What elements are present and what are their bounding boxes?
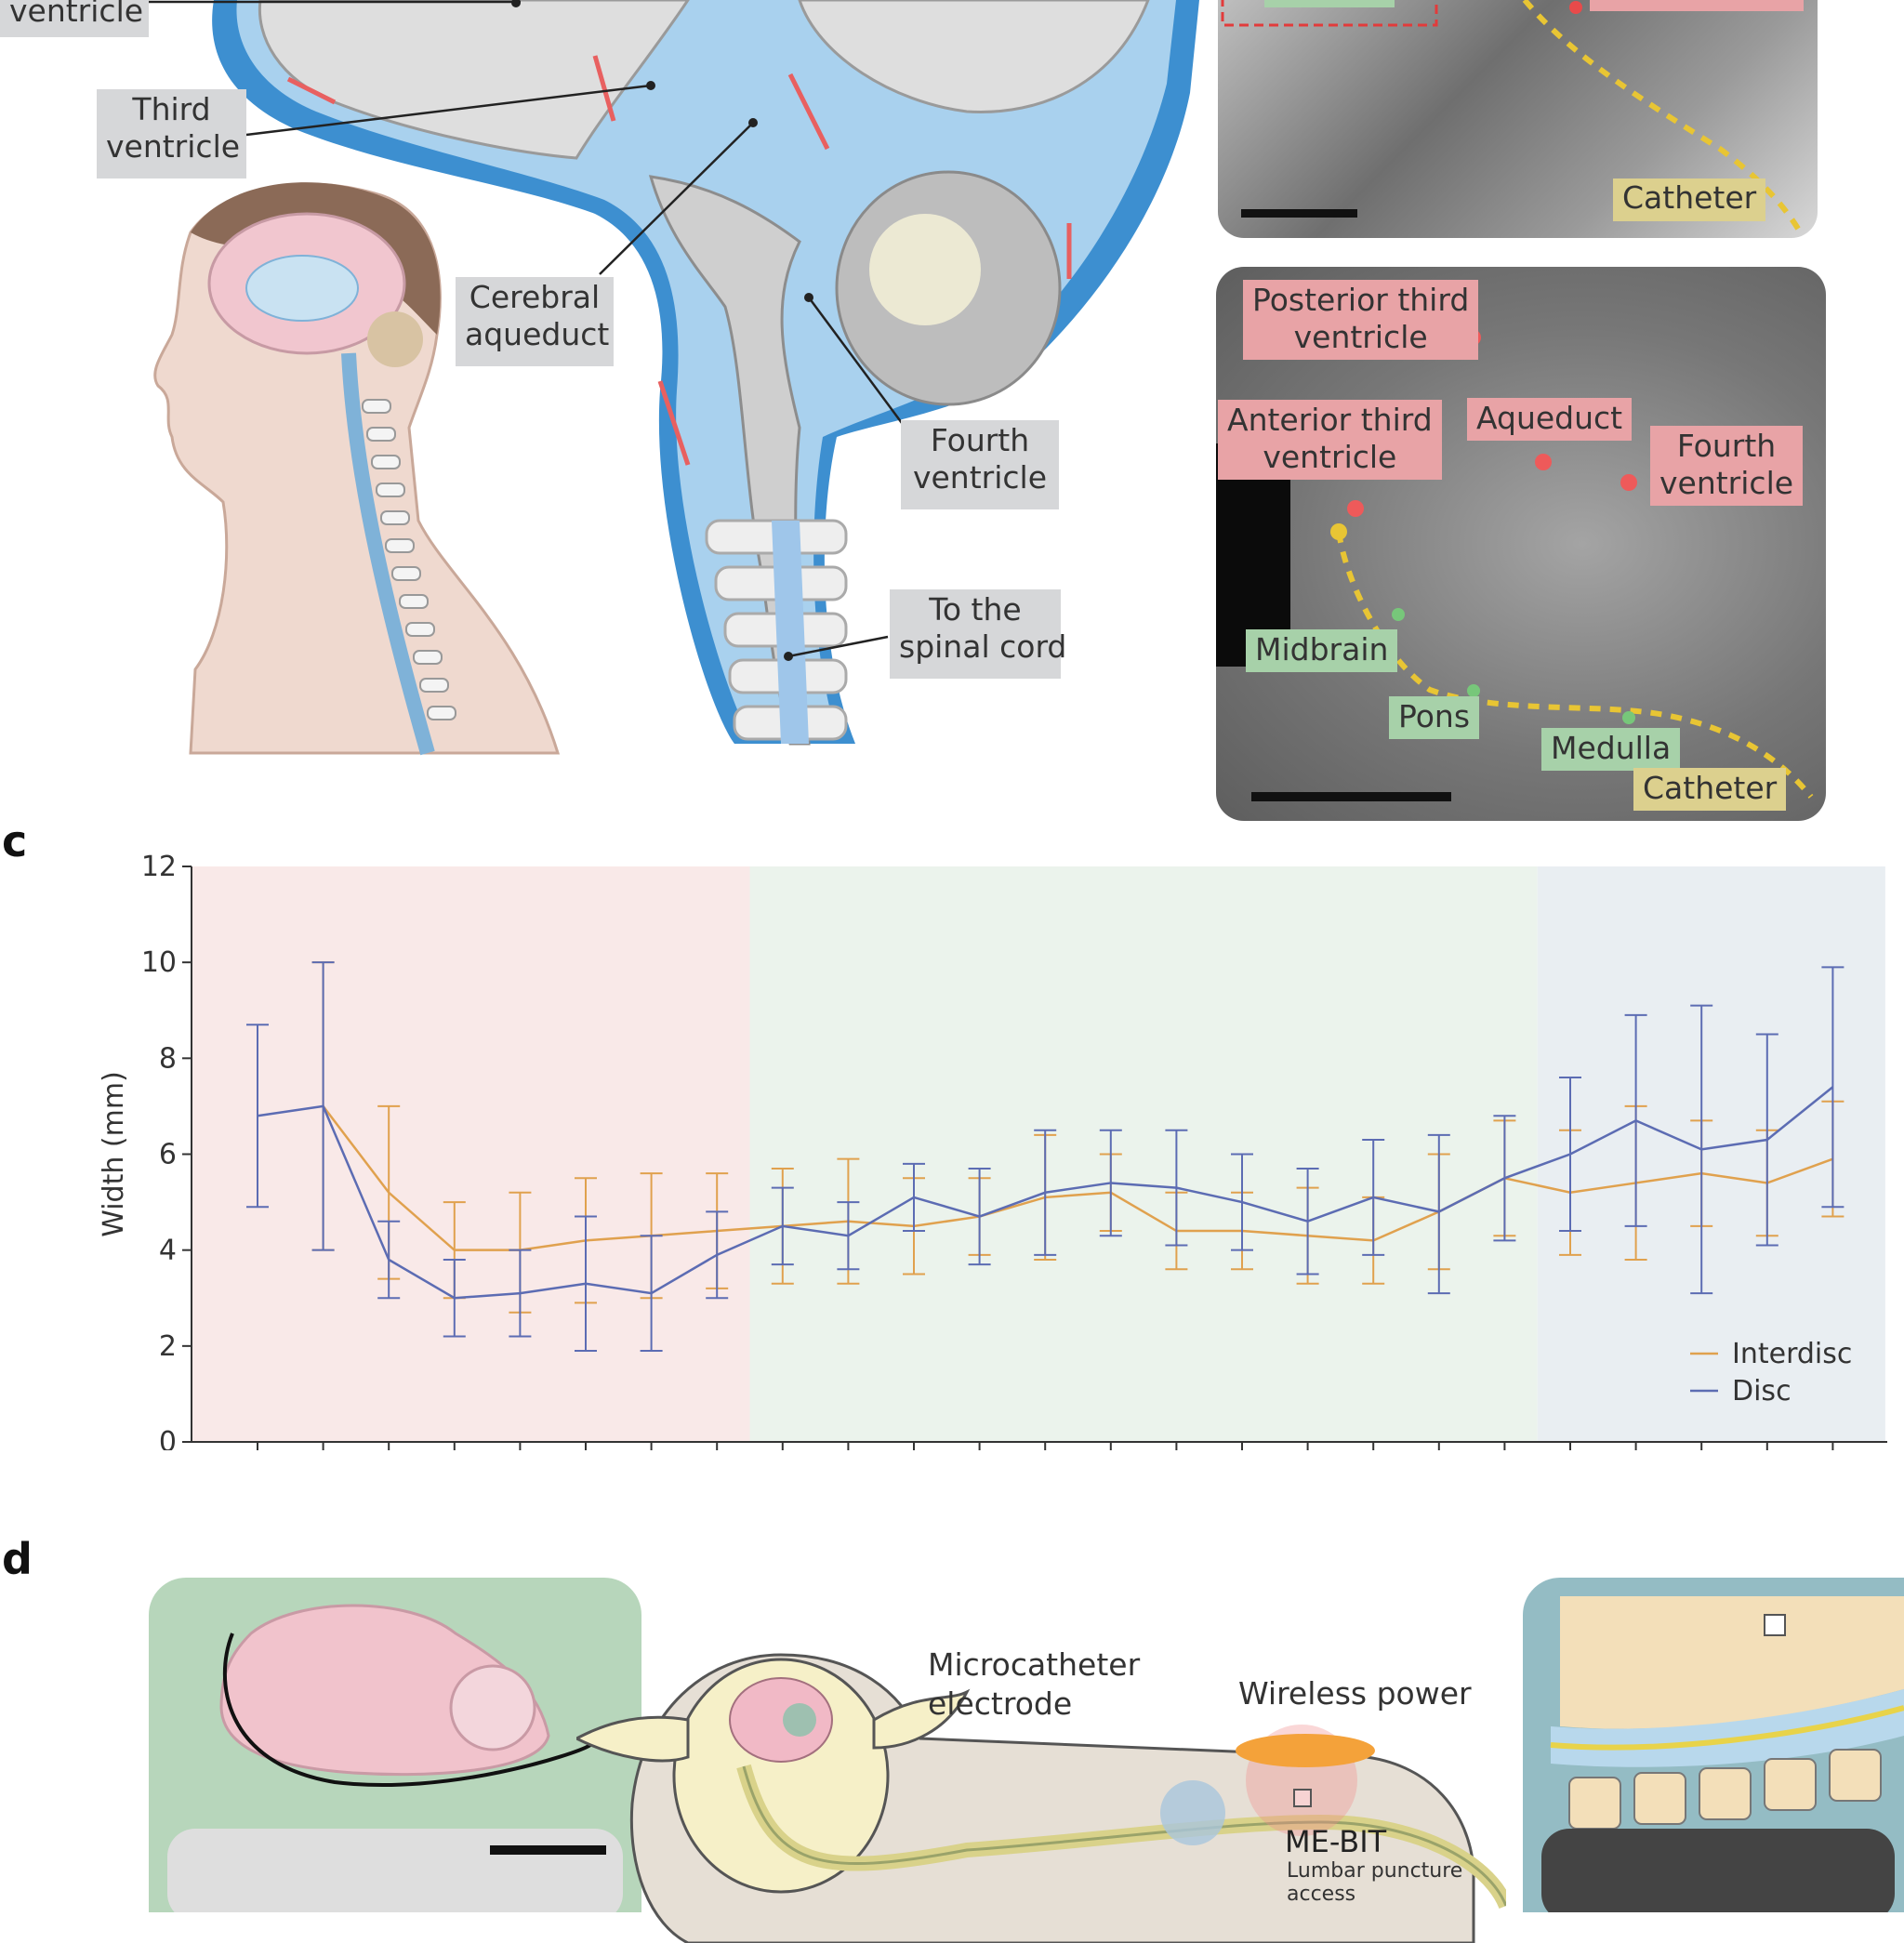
label-lateral-ventricle-text: ventricle: [9, 0, 144, 29]
xray-bottom: Posterior third ventricle Anterior third…: [1216, 267, 1826, 821]
label-cerebral-aqueduct: Cerebral aqueduct: [456, 277, 614, 366]
label-third-ventricle-line2: ventricle: [106, 128, 241, 165]
label-xray-catheter-text: Catheter: [1643, 770, 1778, 806]
sheep-illustration: [576, 1653, 1506, 1943]
sheep-spine-panel: [1523, 1578, 1904, 1912]
chart-ytick-label: 0: [159, 1426, 177, 1450]
sheep-brain-panel: [149, 1578, 641, 1912]
label-lumbar-puncture: Lumbar puncture access: [1287, 1859, 1462, 1906]
xray-top-catheter-text: Catheter: [1622, 179, 1757, 216]
label-aqueduct: Aqueduct: [1467, 398, 1633, 441]
label-spinal-cord: To the spinal cord: [890, 589, 1067, 679]
label-pons-text: Pons: [1398, 698, 1471, 734]
label-posterior-third-ventricle-line1: Posterior third: [1252, 282, 1470, 318]
label-midbrain: Midbrain: [1246, 629, 1398, 672]
label-third-ventricle: Third ventricle: [97, 89, 246, 178]
brain-ventricle-illustration: [149, 0, 1199, 756]
label-lumbar-line2: access: [1287, 1883, 1356, 1906]
chart-region-2: [1537, 866, 1885, 1442]
chart-ytick-label: 10: [141, 946, 177, 979]
chart-ytick-label: 6: [159, 1139, 177, 1171]
label-wireless-power: Wireless power: [1238, 1675, 1472, 1712]
label-aqueduct-text: Aqueduct: [1476, 400, 1623, 436]
label-medulla: Medulla: [1541, 728, 1681, 771]
chart-ytick-label: 12: [141, 851, 177, 883]
chart-ytick-label: 4: [159, 1235, 177, 1267]
xray-top-pink-label: [1590, 0, 1804, 11]
label-microcatheter-line1: Microcatheter: [928, 1646, 1141, 1683]
label-lumbar-line1: Lumbar puncture: [1287, 1859, 1463, 1883]
label-microcatheter-line2: electrode: [928, 1685, 1073, 1722]
label-posterior-third-ventricle: Posterior third ventricle: [1243, 280, 1479, 360]
label-midbrain-text: Midbrain: [1255, 631, 1389, 667]
panel-a: ventricle Third ventricle Cerebral aqued…: [0, 0, 1209, 781]
label-cerebral-aqueduct-line1: Cerebral: [469, 279, 601, 315]
label-fourth-ventricle: Fourth ventricle: [901, 420, 1059, 509]
xray-top-overlay: [1221, 0, 1806, 238]
sheep-spine-illustration: [1541, 1596, 1904, 1912]
xray-top: Catheter: [1218, 0, 1818, 238]
chart-ytick-label: 8: [159, 1042, 177, 1075]
label-cerebral-aqueduct-line2: aqueduct: [465, 316, 610, 352]
label-posterior-third-ventricle-line2: ventricle: [1293, 319, 1428, 355]
panel-c-letter: c: [2, 816, 28, 866]
label-lateral-ventricle: ventricle: [0, 0, 149, 37]
sheep-brain-illustration: [167, 1604, 623, 1912]
series-line-interdisc: [322, 1105, 1833, 1251]
label-anterior-third-ventricle-line2: ventricle: [1263, 439, 1397, 475]
label-fourth-ventricle-line2: ventricle: [912, 459, 1048, 496]
label-spinal-cord-line2: spinal cord: [899, 628, 1067, 665]
label-anterior-third-ventricle-line1: Anterior third: [1227, 402, 1433, 438]
chart-ytick-label: 2: [159, 1330, 177, 1363]
chart-y-label: Width (mm): [98, 1071, 130, 1237]
label-microcatheter-electrode: Microcatheter electrode: [928, 1646, 1140, 1724]
label-mebit: ME-BIT: [1285, 1824, 1387, 1859]
chart-region-0: [192, 866, 750, 1442]
label-xray-fourth-ventricle-line1: Fourth: [1676, 428, 1777, 464]
label-xray-fourth-ventricle: Fourth ventricle: [1650, 426, 1804, 506]
panel-d-letter: d: [2, 1534, 33, 1584]
series-line-disc: [257, 1086, 1834, 1300]
label-spinal-cord-line1: To the: [929, 591, 1022, 628]
label-xray-catheter: Catheter: [1633, 768, 1787, 811]
legend-label-interdisc: Interdisc: [1732, 1338, 1852, 1370]
label-xray-fourth-ventricle-line2: ventricle: [1659, 465, 1794, 501]
xray-top-green-label: [1264, 0, 1395, 7]
xray-top-catheter-label: Catheter: [1613, 178, 1766, 221]
label-pons: Pons: [1389, 696, 1480, 739]
label-anterior-third-ventricle: Anterior third ventricle: [1218, 400, 1442, 480]
label-third-ventricle-line1: Third: [132, 91, 211, 127]
label-fourth-ventricle-line1: Fourth: [930, 422, 1030, 458]
legend-label-disc: Disc: [1732, 1375, 1792, 1408]
chart-region-1: [749, 866, 1538, 1442]
label-medulla-text: Medulla: [1551, 730, 1672, 766]
